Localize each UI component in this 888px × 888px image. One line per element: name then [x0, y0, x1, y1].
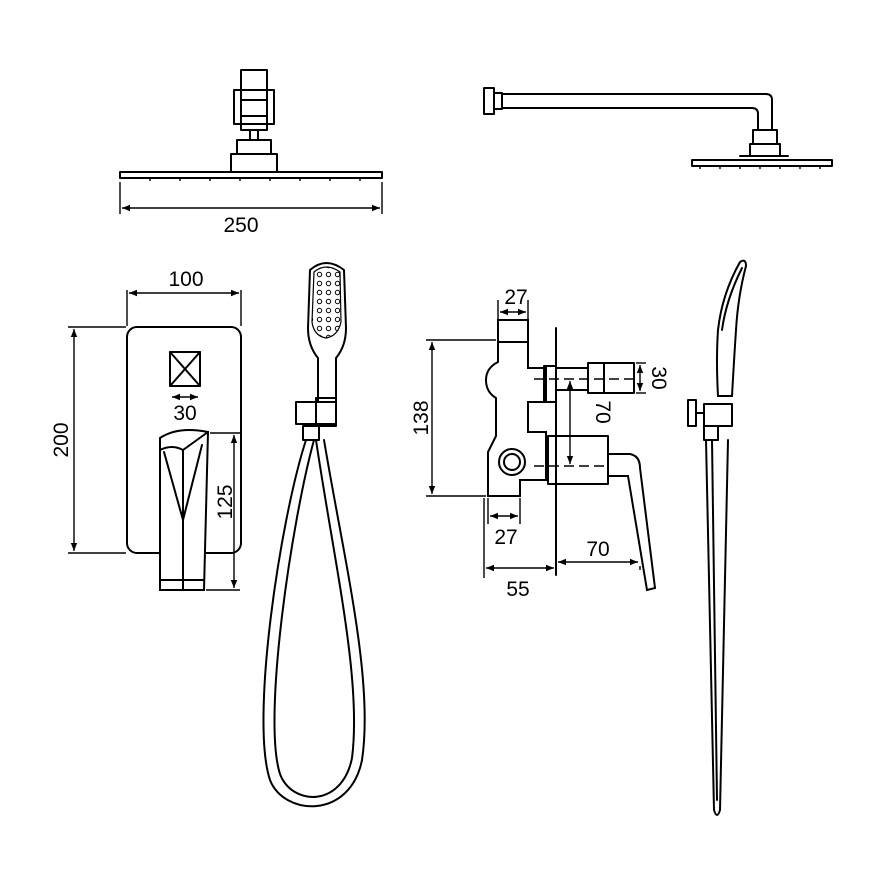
- valve-height-label: 138: [410, 400, 433, 435]
- valve-bottom-offset-label: 27: [494, 526, 517, 549]
- showerhead-width-label: 250: [223, 214, 258, 237]
- lever-projection-label: 70: [586, 538, 609, 561]
- panel-height-label: 200: [50, 422, 73, 457]
- handle-square-label: 30: [173, 402, 196, 425]
- valve-side-view: 27 138 27 70 30 55 70: [410, 286, 670, 601]
- hand-shower-side-view: [687, 259, 748, 816]
- mixer-front-view: 100 200 30 125: [50, 268, 242, 591]
- valve-top-offset-label: 27: [504, 286, 527, 309]
- shower-arm-side-view: [483, 87, 833, 169]
- hand-shower-front-view: [262, 262, 366, 808]
- outlet-spacing-label: 70: [591, 400, 614, 423]
- valve-depth-label: 55: [506, 578, 529, 601]
- outlet-height-label: 30: [647, 366, 670, 389]
- spout-height-label: 125: [214, 484, 237, 519]
- showerhead-front-view: 250: [119, 69, 383, 237]
- panel-width-label: 100: [168, 268, 203, 291]
